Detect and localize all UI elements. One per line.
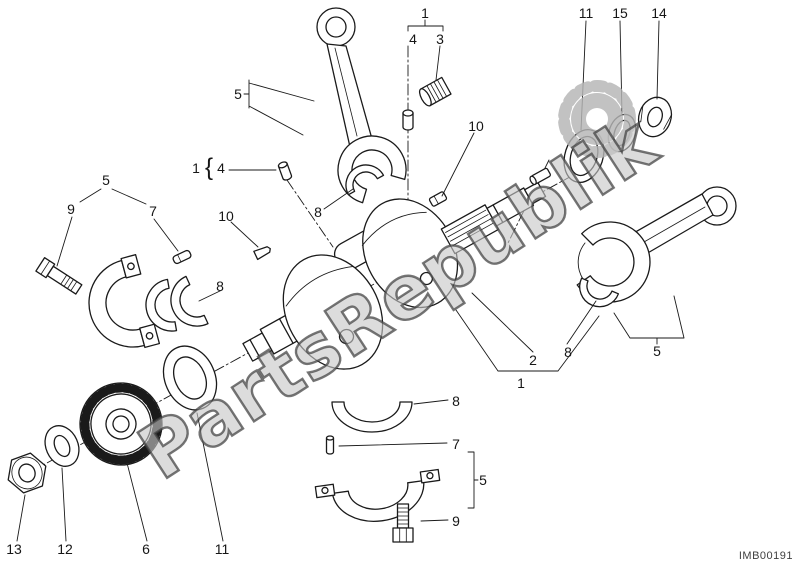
callout-8: 8 xyxy=(564,344,572,360)
callout-14: 14 xyxy=(651,5,667,21)
image-code: IMB00191 xyxy=(738,550,793,562)
callout-12: 12 xyxy=(57,541,73,557)
washer xyxy=(44,425,80,467)
callout-5: 5 xyxy=(653,343,661,359)
callout-7: 7 xyxy=(149,203,157,219)
bearing-shells-left xyxy=(145,275,209,332)
callout-1: 1 xyxy=(421,5,429,21)
bearing-cap-bottom xyxy=(314,468,441,522)
callout-5: 5 xyxy=(102,172,110,188)
callout-brace: { xyxy=(204,154,214,181)
callout-10: 10 xyxy=(468,118,484,134)
taper-pin-left xyxy=(253,246,271,261)
callout-8: 8 xyxy=(216,278,224,294)
callout-11: 11 xyxy=(578,5,594,21)
pin-left xyxy=(172,249,192,265)
callout-13: 13 xyxy=(6,541,22,557)
cap-bolt-left xyxy=(35,257,83,295)
pin-bottom xyxy=(325,435,335,455)
connecting-rod-rear xyxy=(576,186,737,303)
connecting-rod-front xyxy=(316,7,407,204)
threaded-plug xyxy=(418,76,452,107)
callout-1: 1 xyxy=(192,160,200,176)
callout-8: 8 xyxy=(452,393,460,409)
bearing-shell-rear xyxy=(579,277,620,308)
dowel-left xyxy=(277,161,293,181)
callout-15: 15 xyxy=(612,5,628,21)
callout-4: 4 xyxy=(409,31,417,47)
timing-gear xyxy=(79,382,163,466)
callout-10: 10 xyxy=(218,208,234,224)
callout-11: 11 xyxy=(214,541,230,557)
shim-washer xyxy=(162,345,218,411)
callout-3: 3 xyxy=(436,31,444,47)
callout-8: 8 xyxy=(314,204,322,220)
bearing-cap-left xyxy=(88,254,161,349)
callout-2: 2 xyxy=(529,352,537,368)
bearing-shell-front xyxy=(345,164,385,196)
pin-center xyxy=(428,191,448,207)
crank-nut xyxy=(7,452,47,494)
callout-7: 7 xyxy=(452,436,460,452)
gear-icon xyxy=(558,80,636,158)
bearing-shell-bottom xyxy=(331,401,413,433)
callout-5: 5 xyxy=(234,86,242,102)
leader-lines xyxy=(16,19,685,542)
callout-1: 1 xyxy=(517,375,525,391)
crankshaft xyxy=(242,181,547,370)
ring-nut xyxy=(637,96,673,138)
callout-9: 9 xyxy=(452,513,460,529)
callout-4: 4 xyxy=(217,160,225,176)
pin-right xyxy=(529,167,551,186)
callout-5: 5 xyxy=(479,472,487,488)
cap-bolt-bottom xyxy=(392,503,414,543)
callout-6: 6 xyxy=(142,541,150,557)
dowel-top xyxy=(402,109,414,131)
callout-9: 9 xyxy=(67,201,75,217)
